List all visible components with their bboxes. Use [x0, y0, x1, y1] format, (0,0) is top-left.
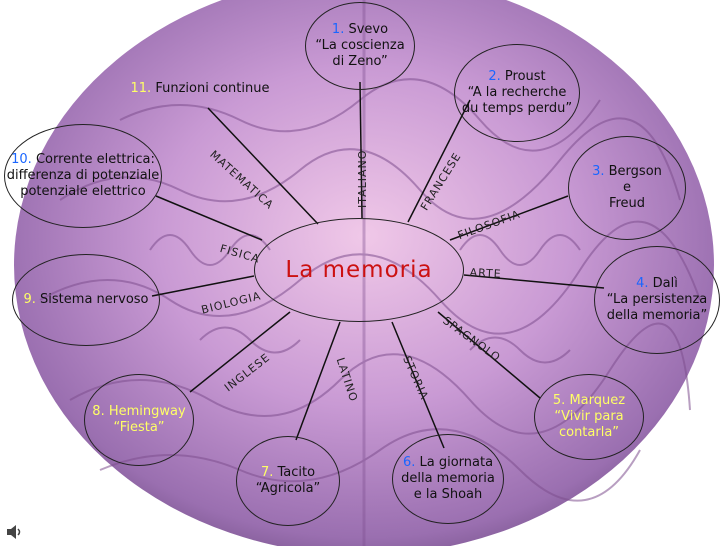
node-line: “La persistenza [606, 292, 708, 307]
node-svevo: 1. Svevo “La coscienza di Zeno” [305, 2, 415, 90]
node-dali: 4. Dalì “La persistenza della memoria” [594, 246, 720, 354]
node-line: “Fiesta” [113, 420, 165, 435]
edge-label-arte: ARTE [469, 266, 503, 281]
node-line: contarla” [558, 425, 620, 440]
node-line: “Vivir para [554, 409, 624, 424]
node-title: Funzioni continue [155, 81, 270, 96]
node-line: di Zeno” [332, 54, 388, 69]
node-title: La giornata [419, 455, 494, 470]
node-funzioni-continue: 11. Funzioni continue [120, 76, 280, 102]
node-line: “A la recherche [467, 85, 567, 100]
node-line: potenziale elettrico [20, 184, 146, 199]
node-title: Marquez [569, 393, 626, 408]
node-line: della memoria” [606, 308, 708, 323]
node-title: Sistema nervoso [40, 292, 149, 307]
node-number: 11. [130, 81, 152, 96]
node-line: differenza di potenziale [6, 168, 160, 183]
node-number: 2. [488, 69, 501, 84]
node-number: 6. [402, 455, 416, 470]
node-marquez: 5. Marquez “Vivir para contarla” [534, 374, 644, 460]
node-title: Proust [504, 69, 546, 84]
node-corrente-elettrica: 10. Corrente elettrica: differenza di po… [4, 124, 162, 228]
node-number: 10. [11, 152, 32, 167]
node-line: “Agricola” [255, 481, 321, 496]
node-proust: 2. Proust “A la recherche du temps perdu… [454, 44, 580, 142]
node-title: Tacito [277, 465, 316, 480]
node-title: Bergson [608, 164, 662, 179]
node-line: della memoria [401, 471, 495, 486]
node-number: 9. [23, 292, 36, 307]
node-line: e [623, 180, 631, 195]
node-line: “La coscienza [315, 38, 405, 53]
edge-label-italiano: ITALIANO [356, 149, 369, 208]
node-number: 4. [636, 276, 649, 291]
node-title: Svevo [348, 22, 389, 37]
node-number: 8. [92, 404, 105, 419]
center-label: La memoria [285, 257, 433, 283]
node-hemingway: 8. Hemingway “Fiesta” [84, 374, 194, 466]
node-number: 1. [331, 22, 345, 37]
node-number: 3. [592, 164, 605, 179]
node-title: Corrente elettrica: [35, 152, 155, 167]
node-line: Freud [608, 196, 646, 211]
node-number: 5. [552, 393, 566, 408]
node-line: e la Shoah [413, 487, 483, 502]
node-tacito: 7. Tacito “Agricola” [236, 436, 340, 526]
speaker-icon[interactable] [4, 522, 24, 542]
node-bergson: 3. Bergson e Freud [568, 136, 686, 240]
node-line: du temps perdu” [461, 101, 573, 116]
node-title: Hemingway [108, 404, 186, 419]
node-giornata: 6. La giornata della memoria e la Shoah [392, 434, 504, 524]
node-title: Dalì [652, 276, 678, 291]
node-sistema-nervoso: 9. Sistema nervoso [12, 254, 160, 346]
connector-lines [151, 81, 605, 449]
node-number: 7. [260, 465, 274, 480]
center-node: La memoria [254, 218, 464, 322]
